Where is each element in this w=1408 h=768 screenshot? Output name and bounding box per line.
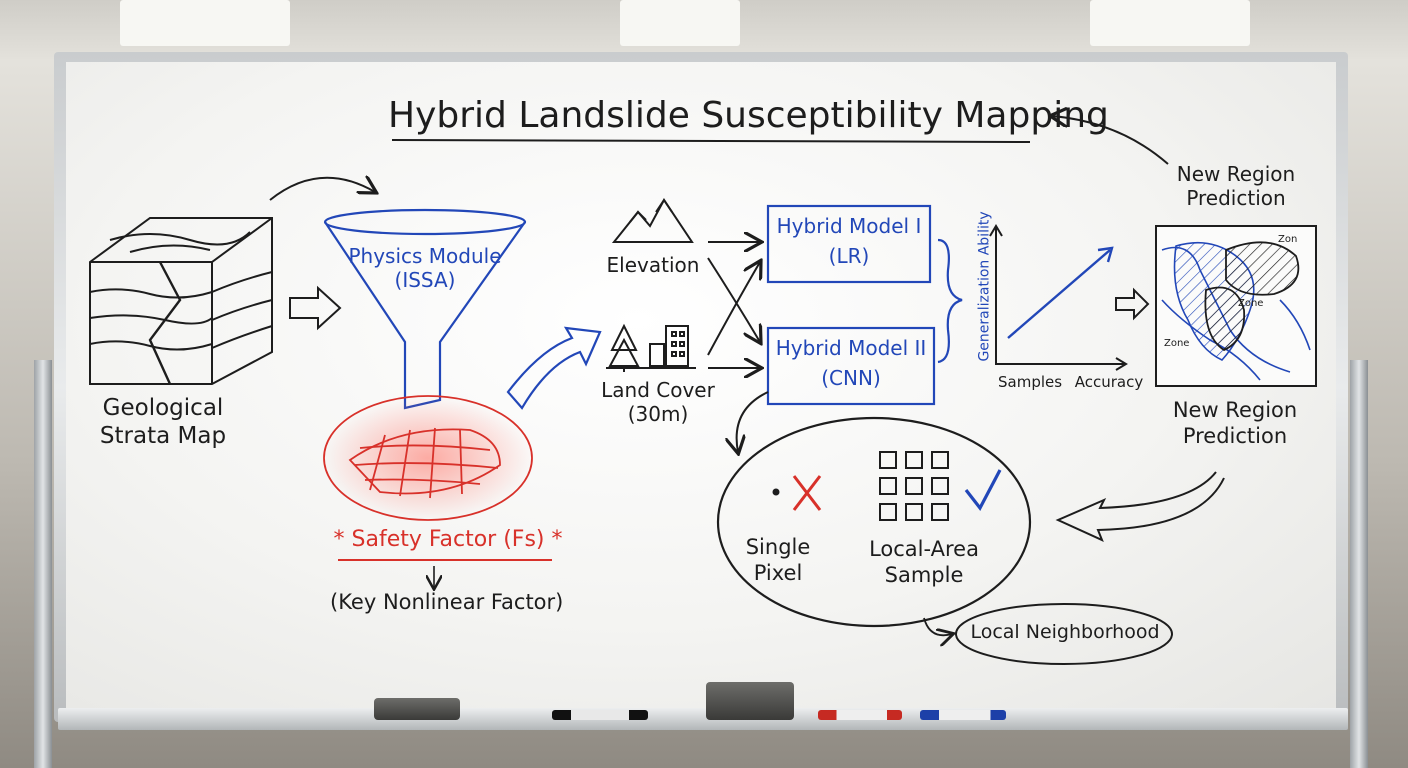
local-area-label: Local-Area Sample bbox=[856, 537, 992, 588]
eraser-left[interactable] bbox=[374, 698, 460, 720]
model-boxes bbox=[766, 204, 963, 406]
local-line2: Sample bbox=[884, 562, 964, 587]
mountain-icon bbox=[611, 198, 694, 243]
neighborhood-arrow bbox=[923, 617, 952, 635]
geo-label-line2: Strata Map bbox=[99, 423, 227, 450]
map-label-zone-1: Zon bbox=[1278, 234, 1298, 245]
key-nonlinear-label: (Key Nonlinear Factor) bbox=[330, 590, 564, 614]
safety-factor-mesh bbox=[323, 395, 533, 521]
stand-left bbox=[34, 360, 52, 768]
funnel-drawing bbox=[323, 208, 527, 410]
ceiling-light bbox=[620, 0, 740, 46]
strata-block-drawing bbox=[89, 217, 273, 385]
safety-star-left: * bbox=[333, 527, 345, 552]
single-line2: Pixel bbox=[753, 560, 803, 585]
model-2-line2: (CNN) bbox=[821, 366, 881, 391]
red-x-icon bbox=[792, 475, 822, 511]
safety-star-right: * bbox=[551, 527, 563, 552]
single-pixel-dot bbox=[772, 488, 780, 496]
whiteboard bbox=[66, 62, 1336, 708]
physics-module-label: Physics Module (ISSA) bbox=[340, 244, 510, 293]
geo-label-line1: Geological bbox=[102, 395, 224, 421]
physics-line1: Physics Module bbox=[348, 244, 502, 268]
title-underline bbox=[391, 139, 1031, 143]
black-marker[interactable] bbox=[552, 710, 648, 720]
graph-y-label: Generalization Ability bbox=[976, 211, 993, 362]
prediction-top-line1: New Region bbox=[1176, 162, 1296, 186]
eraser-right[interactable] bbox=[706, 682, 794, 720]
safety-text: Safety Factor (Fs) bbox=[351, 527, 545, 552]
prediction-label-bottom: New Region Prediction bbox=[1160, 398, 1310, 449]
land-cover-line2: (30m) bbox=[627, 402, 689, 427]
hollow-arrow-right bbox=[289, 285, 342, 331]
strata-to-funnel-arrow bbox=[269, 178, 375, 201]
ceiling-light bbox=[1090, 0, 1250, 46]
red-marker[interactable] bbox=[818, 710, 902, 720]
ceiling-light bbox=[120, 0, 290, 46]
prediction-bottom-line2: Prediction bbox=[1182, 423, 1288, 448]
marker-tray bbox=[58, 708, 1348, 730]
neighborhood-ellipse bbox=[955, 603, 1173, 665]
return-arrow-top bbox=[1052, 116, 1169, 165]
land-cover-line1: Land Cover bbox=[601, 378, 715, 402]
map-label-zone-2: Zone bbox=[1238, 298, 1264, 309]
blue-check-icon bbox=[964, 469, 1002, 511]
prediction-label-top: New Region Prediction bbox=[1166, 162, 1306, 211]
return-arrow-bottom bbox=[1055, 471, 1225, 542]
model-curve-arrow bbox=[737, 391, 769, 452]
model-2-label: Hybrid Model II (CNN) bbox=[770, 336, 932, 391]
model-1-line2: (LR) bbox=[828, 244, 870, 269]
geo-label: Geological Strata Map bbox=[88, 394, 238, 450]
safety-factor-label: * Safety Factor (Fs) * bbox=[328, 527, 568, 554]
grid-icon bbox=[879, 451, 949, 521]
local-neighborhood-label: Local Neighborhood bbox=[970, 621, 1160, 643]
hollow-arrow-map bbox=[1115, 287, 1150, 321]
single-pixel-label: Single Pixel bbox=[736, 535, 820, 586]
prediction-bottom-line1: New Region bbox=[1172, 398, 1298, 422]
single-line1: Single bbox=[745, 535, 811, 559]
land-cover-label: Land Cover (30m) bbox=[596, 378, 720, 427]
generalization-graph bbox=[989, 224, 1128, 371]
model-2-line1: Hybrid Model II bbox=[775, 336, 927, 360]
stand-right bbox=[1350, 360, 1368, 768]
land-cover-icon bbox=[606, 323, 696, 372]
diagram-title: Hybrid Landslide Susceptibility Mapping bbox=[388, 95, 1109, 136]
graph-x-label-samples: Samples bbox=[998, 373, 1063, 391]
region-map bbox=[1155, 225, 1317, 387]
physics-line2: (ISSA) bbox=[394, 268, 456, 293]
model-1-line1: Hybrid Model I bbox=[776, 214, 922, 238]
model-1-label: Hybrid Model I (LR) bbox=[770, 214, 928, 269]
blue-marker[interactable] bbox=[920, 710, 1006, 720]
local-line1: Local-Area bbox=[869, 537, 979, 561]
map-label-zone-3: Zone bbox=[1164, 338, 1190, 349]
prediction-top-line2: Prediction bbox=[1186, 186, 1286, 211]
input-arrows bbox=[707, 242, 760, 368]
comparison-ellipse bbox=[716, 416, 1032, 628]
elevation-label: Elevation bbox=[606, 253, 700, 277]
blue-curved-arrow bbox=[506, 326, 602, 410]
graph-x-label-accuracy: Accuracy bbox=[1074, 373, 1144, 391]
